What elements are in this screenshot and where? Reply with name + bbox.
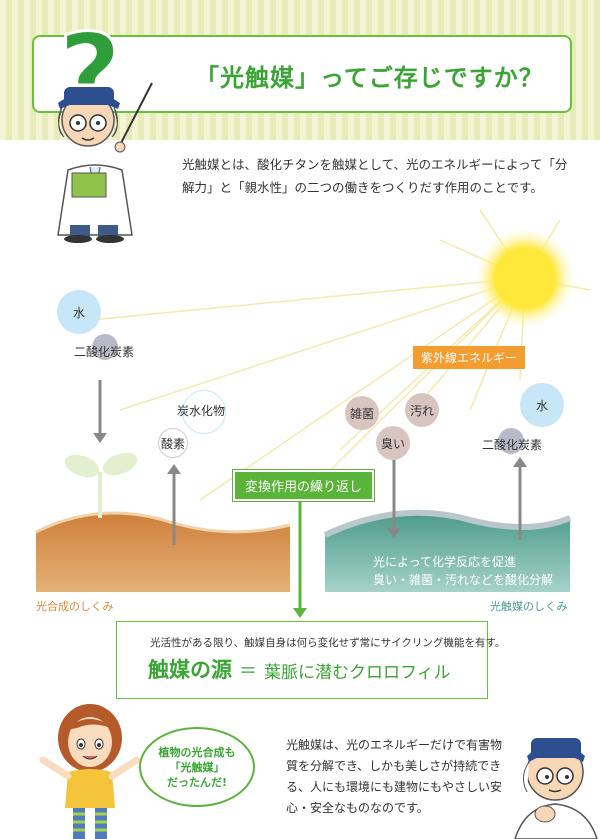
source-equals: ＝ [239, 661, 257, 682]
title-box [32, 35, 572, 113]
co2-label-right: 二酸化炭素 [482, 438, 543, 452]
diagram-background [35, 209, 591, 618]
water-bubble-right: 水 [520, 383, 564, 427]
oxygen-bubble: 酸素 [158, 428, 188, 458]
bacteria-bubble: 雑菌 [345, 396, 379, 430]
result-line-2: 臭い・雑菌・汚れなどを酸化分解 [373, 573, 554, 587]
photocatalysis-caption: 光触媒のしくみ [490, 600, 568, 613]
bacteria-label: 雑菌 [349, 406, 374, 421]
carbohydrate-bubble [182, 390, 226, 434]
co2-label: 二酸化炭素 [74, 345, 135, 359]
page-title: 「光触媒」ってご存じですか？ [195, 64, 544, 92]
water-bubble: 水 [57, 290, 101, 334]
source-sub: 葉脈に潜むクロロフィル [264, 663, 451, 683]
photocatalysis-result: 光によって化学反応を促進 臭い・雑菌・汚れなどを酸化分解 [373, 553, 553, 589]
closing-text: 光触媒は、光のエネルギーだけで有害物質を分解でき、しかも美しさが持続できる、人に… [286, 738, 503, 815]
professor-thinking-illustration [514, 738, 598, 839]
co2-bubble [92, 334, 118, 360]
oxygen-label: 酸素 [160, 436, 185, 451]
odor-bubble: 臭い [376, 426, 410, 460]
girl-illustration [39, 704, 141, 839]
source-note: 光活性がある限り、触媒自身は何ら変化せず常にサイクリング機能を有す。 [150, 637, 506, 649]
source-main: 触媒の源 [148, 658, 232, 682]
odor-label: 臭い [380, 436, 405, 451]
speech-bubble: 植物の光合成も 「光触媒」 だったんだ! [139, 727, 255, 807]
carbohydrate-label: 炭水化物 [177, 404, 226, 418]
dirt-label: 汚れ [409, 403, 434, 418]
water-label-right: 水 [535, 398, 548, 413]
speech-text: 植物の光合成も 「光触媒」 だったんだ! [158, 745, 236, 789]
uv-energy-label: 紫外線エネルギー [413, 346, 526, 369]
dirt-bubble: 汚れ [405, 393, 439, 427]
professor-illustration [57, 82, 153, 243]
cycle-label: 変換作用の繰り返し [233, 470, 375, 501]
co2-bubble-right [498, 428, 524, 454]
water-label: 水 [72, 305, 85, 320]
result-line-1: 光によって化学反応を促進 [373, 555, 517, 569]
photosynthesis-caption: 光合成のしくみ [36, 600, 114, 613]
intro-text: 光触媒とは、酸化チタンを触媒として、光のエネルギーによって「分解力」と「親水性」… [182, 157, 568, 195]
source-box [116, 621, 488, 699]
